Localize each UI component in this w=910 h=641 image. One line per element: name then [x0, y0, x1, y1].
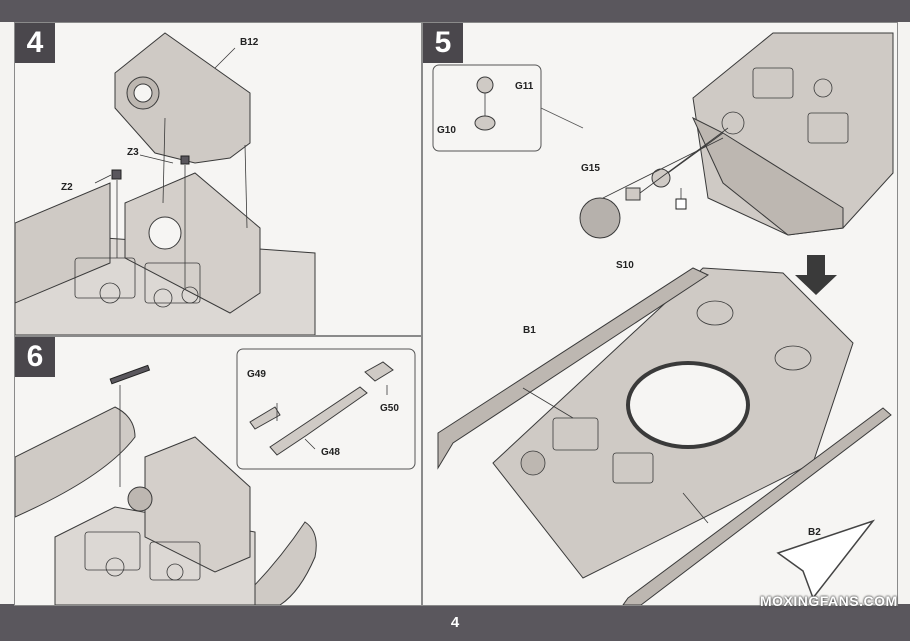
part-b2: [622, 407, 892, 605]
exhaust-muffler: [651, 168, 671, 188]
part-z3: [180, 155, 190, 165]
label-g15: G15: [581, 163, 600, 174]
label-g10: G10: [437, 125, 456, 136]
part-g49: [249, 406, 281, 430]
part-z2: [111, 169, 122, 180]
floor-hatches: [74, 257, 201, 308]
watermark-text: MOXINGFANS.COM: [760, 593, 898, 609]
step-5-guide-lines: [602, 127, 729, 199]
step-6-panel: 6 G49 G50 G48: [14, 336, 422, 606]
rear-wall-hole: [148, 216, 182, 250]
step-5-number: 5: [423, 23, 463, 63]
gun-part-small: [109, 364, 151, 385]
part-s10: [579, 197, 621, 239]
lower-hull-details: [520, 300, 812, 484]
part-g11: [476, 76, 494, 94]
footer-band: [0, 604, 910, 641]
step-4-diagram: B12 Z3 Z2: [15, 32, 316, 335]
right-fender: [234, 521, 317, 605]
label-g49: G49: [247, 369, 266, 380]
part-g10: [474, 115, 496, 131]
part-g50: [364, 361, 394, 382]
label-g48: G48: [321, 447, 340, 458]
hull-rear-wall: [144, 436, 251, 573]
floor-hatches: [84, 531, 201, 581]
step-4-guide-lines: [94, 47, 248, 288]
label-g50: G50: [380, 403, 399, 414]
step-4-number: 4: [15, 23, 55, 63]
label-b12: B12: [240, 37, 259, 48]
skirt-guide-lines: [522, 387, 709, 524]
rear-port: [127, 486, 153, 512]
label-z2: Z2: [61, 182, 73, 193]
label-b1: B1: [523, 325, 536, 336]
turret-ring: [626, 361, 750, 449]
part-g48: [269, 386, 368, 456]
step-5-diagram: G11 G10 G15 S10: [432, 32, 894, 605]
page-number: 4: [450, 614, 460, 631]
label-z3: Z3: [127, 147, 139, 158]
paper-plane-logo: [776, 519, 876, 600]
part-b1: [437, 267, 710, 470]
step-6-diagram: G49 G50 G48: [15, 348, 416, 605]
down-arrow: [795, 255, 837, 295]
step-6-number: 6: [15, 337, 55, 377]
rear-hull-details: [721, 67, 849, 144]
remove-part-mark: [675, 198, 687, 210]
part-g15: [625, 187, 641, 201]
part-b12: [114, 32, 251, 164]
gun-barrel-assembly: [249, 361, 394, 456]
step-4-panel: 4 B12: [14, 22, 422, 336]
label-g11: G11: [515, 81, 534, 92]
left-fender: [15, 406, 136, 518]
hull-side-wall: [15, 182, 111, 304]
label-b2: B2: [808, 527, 821, 538]
callout-leaders: [276, 385, 388, 450]
step-5-panel: 5 G11 G10 G15 S10: [422, 22, 898, 606]
label-s10: S10: [616, 260, 634, 271]
header-band: [0, 0, 910, 22]
